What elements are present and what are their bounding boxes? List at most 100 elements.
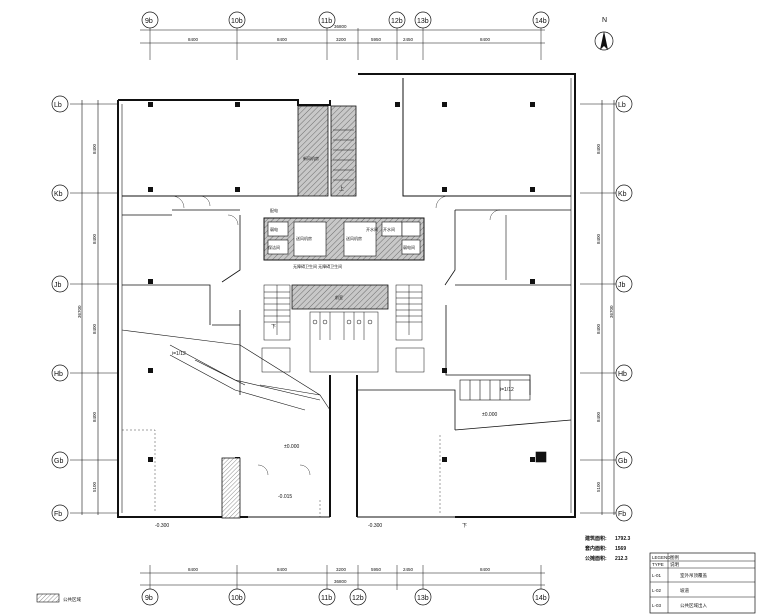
legend-title-cn: 图例 xyxy=(670,554,679,561)
room-shaft: 新风机房 xyxy=(303,155,319,161)
legend-type-header: TYPE xyxy=(652,562,664,567)
grid-bottom-1: 9b xyxy=(145,595,153,602)
dim-right-4: 8400 xyxy=(596,411,601,422)
dim-left-3: 8400 xyxy=(92,323,97,334)
top-dimension-lines: 8400 8400 3200 5950 2450 8400 36800 xyxy=(140,24,545,60)
hatch-note-label: 公共区域 xyxy=(63,596,81,603)
dim-top-total: 36800 xyxy=(334,24,347,29)
dim-bottom-5: 2450 xyxy=(403,567,414,572)
dim-right-5: 5100 xyxy=(596,481,601,492)
grid-left-3: Jb xyxy=(54,282,62,289)
stairs-left xyxy=(261,284,291,373)
legend: LEGEND 图例 TYPE 说明 L-01 室外吊顶覆盖 L-02 坡道 L-… xyxy=(649,552,756,614)
dim-top-5: 2450 xyxy=(403,37,414,42)
room-right-1: 开水间 xyxy=(383,226,395,232)
ramp-label-1: i=1/12 xyxy=(172,351,186,357)
north-label: N xyxy=(602,17,607,24)
legend-code-2: L-02 xyxy=(652,588,662,593)
room-right-2: 弱电间 xyxy=(403,244,415,250)
dim-left-5: 5100 xyxy=(92,481,97,492)
area-summary: 建筑面积: 1792.3 套内面积: 1569 公摊面积: 212.3 xyxy=(584,535,631,562)
dashed-overlays xyxy=(122,429,441,517)
dim-left-1: 8400 xyxy=(92,143,97,154)
legend-desc-3: 公共区域出入 xyxy=(680,602,707,609)
right-grid-bubbles: Lb Kb Jb Hb Gb Fb xyxy=(615,95,633,522)
stair-down: 下 xyxy=(271,324,276,330)
grid-left-6: Fb xyxy=(54,511,62,518)
area-net-label: 套内面积: xyxy=(585,545,607,552)
dim-left-2: 8400 xyxy=(92,233,97,244)
dim-bottom-6: 8400 xyxy=(480,567,491,572)
grid-right-2: Kb xyxy=(618,191,627,198)
dim-top-3: 3200 xyxy=(336,37,347,42)
bottom-grid-bubbles: 9b 10b 11b 12b 13b 14b xyxy=(141,588,550,606)
door-arcs xyxy=(171,195,501,476)
grid-top-6: 14b xyxy=(535,18,547,25)
room-lobby: 前室 xyxy=(335,294,343,300)
core-rooms xyxy=(267,221,421,257)
elev-4: -0.300 xyxy=(368,523,382,529)
room-tl: 弱电 xyxy=(270,226,278,232)
dim-right-3: 8400 xyxy=(596,323,601,334)
grid-bottom-2: 10b xyxy=(231,595,243,602)
area-gross-value: 1792.3 xyxy=(615,536,631,542)
legend-code-3: L-03 xyxy=(652,603,662,608)
room-mid-left: 送风机房 xyxy=(296,235,312,241)
stair-up: 上 xyxy=(339,185,344,192)
ramp-down: 下 xyxy=(462,523,467,529)
hatch-note: 公共区域 xyxy=(36,593,81,603)
legend-desc-1: 室外吊顶覆盖 xyxy=(680,572,707,579)
room-tr-wc: 开水间 xyxy=(366,226,378,232)
grid-right-6: Fb xyxy=(618,511,626,518)
elevation-labels: ±0.000 -0.015 -0.300 -0.300 ±0.000 i=1/1… xyxy=(155,185,514,529)
dim-top-1: 8400 xyxy=(188,37,199,42)
room-tl-wc: 配电 xyxy=(270,207,278,213)
elev-5: ±0.000 xyxy=(482,412,497,418)
dim-left-4: 8400 xyxy=(92,411,97,422)
grid-bottom-4: 12b xyxy=(352,595,364,602)
dim-bottom-1: 8400 xyxy=(188,567,199,572)
right-dimension-lines: 8400 8400 8400 8400 5100 36700 xyxy=(580,100,622,515)
dim-top-4: 5950 xyxy=(371,37,382,42)
top-grid-bubbles: 9b 10b 11b 12b 13b 14b xyxy=(141,11,550,29)
dim-right-total: 36700 xyxy=(609,305,614,318)
left-dimension-lines: 8400 8400 8400 8400 5100 36700 xyxy=(70,100,118,515)
left-grid-bubbles: Lb Kb Jb Hb Gb Fb xyxy=(51,95,69,522)
grid-left-2: Kb xyxy=(54,191,63,198)
ramp-diagonal xyxy=(121,329,331,411)
grid-left-5: Gb xyxy=(54,458,63,465)
grid-right-1: Lb xyxy=(618,102,626,109)
columns xyxy=(148,102,535,462)
room-left-2: 保洁间 xyxy=(268,244,280,250)
grid-right-5: Gb xyxy=(618,458,627,465)
building-walls xyxy=(117,73,576,518)
grid-top-1: 9b xyxy=(145,18,153,25)
bottom-dimension-lines: 8400 8400 3200 5950 2450 8400 36800 xyxy=(140,565,545,590)
legend-title: LEGEND xyxy=(652,555,671,560)
elev-2: -0.015 xyxy=(278,494,292,500)
stairs-right xyxy=(395,284,425,373)
dim-bottom-total: 36800 xyxy=(334,579,347,584)
dim-right-2: 8400 xyxy=(596,233,601,244)
dim-bottom-2: 8400 xyxy=(277,567,288,572)
grid-top-5: 13b xyxy=(417,18,429,25)
grid-top-4: 12b xyxy=(391,18,403,25)
room-mid-right: 送风机房 xyxy=(346,235,362,241)
legend-desc-header: 说明 xyxy=(670,561,679,568)
grid-bottom-5: 13b xyxy=(417,595,429,602)
dim-top-2: 8400 xyxy=(277,37,288,42)
dim-right-1: 8400 xyxy=(596,143,601,154)
legend-desc-2: 坡道 xyxy=(680,587,689,594)
north-arrow: N xyxy=(594,17,614,51)
area-gross-label: 建筑面积: xyxy=(584,535,607,542)
legend-code-1: L-01 xyxy=(652,573,662,578)
toilet-stalls xyxy=(309,311,379,373)
area-shared-value: 212.3 xyxy=(615,556,628,562)
stairs-top xyxy=(333,129,354,181)
ramp-label-2: i=1/12 xyxy=(500,387,514,393)
grid-left-1: Lb xyxy=(54,102,62,109)
area-net-value: 1569 xyxy=(615,546,626,552)
grid-top-2: 10b xyxy=(231,18,243,25)
grid-bottom-3: 11b xyxy=(321,595,332,602)
dim-left-total: 36700 xyxy=(77,305,82,318)
